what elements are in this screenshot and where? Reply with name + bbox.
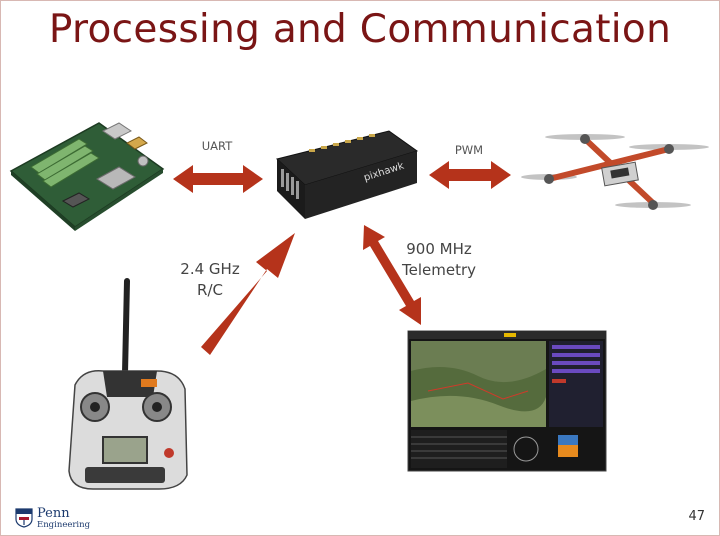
pixhawk-flight-controller-image: pixhawk	[275, 130, 419, 219]
telemetry-link-arrow	[363, 225, 421, 325]
telemetry-frequency-label: 900 MHz	[406, 240, 472, 258]
logo-line-2: Engineering	[37, 520, 91, 530]
ground-control-station-image	[407, 330, 607, 472]
penn-shield-icon	[15, 508, 33, 528]
single-board-computer-image	[9, 122, 165, 231]
slide-title: Processing and Communication	[48, 7, 672, 52]
pwm-link-arrow	[429, 161, 511, 189]
rc-link-arrow	[201, 233, 295, 355]
uart-link-arrow	[173, 165, 263, 193]
rc-name-label: R/C	[197, 281, 223, 299]
page-number: 47	[688, 509, 705, 524]
pwm-label: PWM	[454, 143, 484, 157]
penn-engineering-logo: Penn Engineering	[15, 506, 95, 531]
rc-frequency-label: 2.4 GHz	[180, 260, 240, 278]
uart-label: UART	[201, 139, 233, 153]
logo-line-1: Penn	[37, 506, 70, 521]
rc-transmitter-image	[68, 278, 188, 490]
quadcopter-image	[521, 134, 709, 210]
telemetry-name-label: Telemetry	[401, 261, 476, 279]
